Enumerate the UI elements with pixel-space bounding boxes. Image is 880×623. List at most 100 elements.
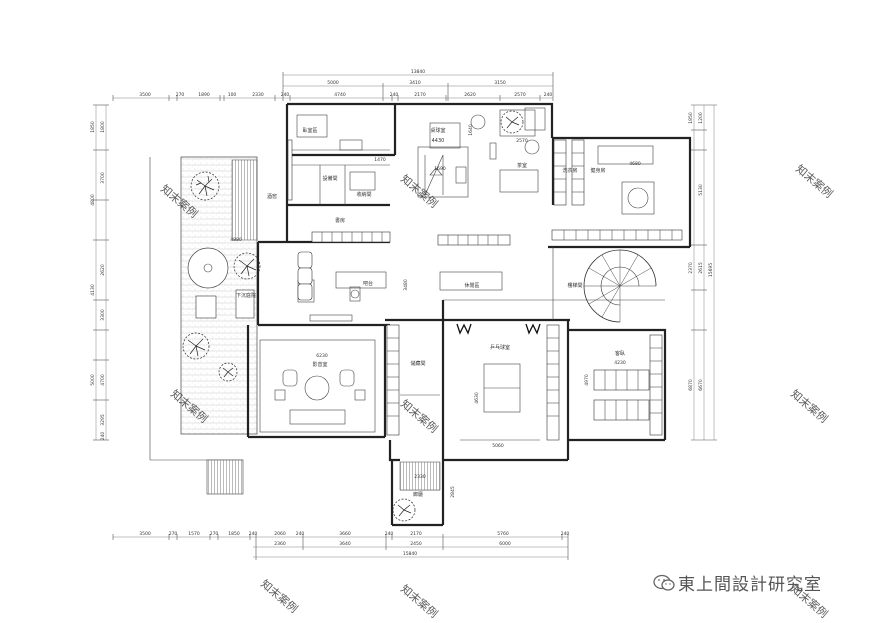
dim-bot-r2-0: 2360 — [274, 541, 286, 547]
dim-top-r2-5: 240 — [281, 92, 290, 98]
dim-bot-r2-1: 3640 — [339, 541, 351, 547]
dim-left-8: 5000 — [90, 374, 96, 386]
dim-left-10: 240 — [100, 432, 106, 441]
dim-right-5: 6870 — [688, 379, 694, 391]
right-dimensions: 1850 1200 5130 2370 2615 6870 6670 15695 — [688, 104, 717, 441]
curtain-marks — [456, 323, 541, 335]
room-labels: 臥室區 收納間 桌球室 4430 茶室 健身房 洗衣房 書房 酒窖 吧台 休閒區… — [236, 127, 625, 498]
dim-right-6: 6670 — [698, 379, 704, 391]
dim-inner-8: 6230 — [316, 353, 328, 359]
label-table-room: 桌球室 — [430, 127, 445, 134]
dim-top-r2-1: 270 — [176, 92, 185, 98]
dim-left-9: 3295 — [100, 414, 106, 426]
dim-bot-1: 270 — [169, 531, 178, 537]
dim-left-6: 3300 — [100, 309, 106, 321]
dim-right-1: 1200 — [698, 112, 704, 124]
dim-top-total: 13840 — [411, 69, 425, 75]
left-dimensions: 1850 1800 4800 3700 2620 4130 3300 4700 … — [90, 104, 109, 441]
dim-left-2: 4800 — [90, 194, 96, 206]
dim-left-0: 1850 — [90, 121, 96, 133]
dim-top-3: 3150 — [494, 80, 506, 86]
dim-top-r2-4: 2330 — [252, 92, 264, 98]
dim-left-1: 1800 — [100, 121, 106, 133]
label-living: 影音室 — [312, 361, 327, 368]
dim-inner-6: 4230 — [614, 360, 626, 366]
label-equip: 設備間 — [322, 175, 337, 182]
label-bar: 吧台 — [363, 280, 373, 287]
watermark-5: 知末案例 — [398, 397, 441, 436]
dim-inner-1: 1690 — [434, 166, 446, 172]
dim-inner-14: 4680 — [629, 161, 641, 167]
dim-left-4: 2620 — [100, 264, 106, 276]
label-kids: 乒乓球室 — [490, 344, 510, 351]
watermark-8: 知末案例 — [398, 582, 441, 621]
dim-inner-10: 5060 — [492, 443, 504, 449]
dim-inner-5: 3480 — [403, 279, 409, 291]
inner-dimensions: 1470 1690 1640 2570 3480 4230 4970 6230 … — [230, 124, 641, 498]
label-tea-dims: 4430 — [432, 138, 445, 144]
dim-inner-13: 4880 — [230, 237, 242, 243]
watermark-6: 知末案例 — [788, 387, 831, 426]
dim-bot-0: 3500 — [139, 531, 151, 537]
brand-name: 東上間設計研究室 — [678, 575, 822, 595]
dim-top-r2-0: 3500 — [139, 92, 151, 98]
dim-right-0: 1850 — [688, 112, 694, 124]
dim-bot-10: 2170 — [410, 531, 422, 537]
dim-top-r2-6: 4740 — [334, 92, 346, 98]
building-walls — [246, 102, 692, 527]
dim-bot-r2-3: 6000 — [499, 541, 511, 547]
dim-top-r2-10: 2570 — [514, 92, 526, 98]
dim-left-7: 4700 — [100, 374, 106, 386]
label-wine-cellar: 酒窖 — [267, 193, 277, 200]
dim-bot-7: 240 — [296, 531, 305, 537]
label-lounge: 休閒區 — [464, 282, 479, 289]
dim-bot-3: 270 — [210, 531, 219, 537]
watermark-7: 知末案例 — [258, 577, 301, 616]
dim-inner-11: 2330 — [414, 474, 426, 480]
wechat-icon — [653, 574, 675, 591]
label-laundry: 洗衣房 — [562, 167, 577, 174]
label-corridor: 廊廳 — [413, 491, 423, 498]
dim-top-r2-3: 100 — [228, 92, 237, 98]
label-storage2: 儲藏間 — [410, 360, 425, 367]
watermark-3: 知末案例 — [793, 162, 836, 201]
dim-top-r2-11: 240 — [544, 92, 553, 98]
dim-right-3: 2370 — [688, 262, 694, 274]
label-stair: 樓梯間 — [567, 282, 582, 289]
dim-bot-total: 15840 — [403, 551, 417, 557]
label-study: 書房 — [335, 217, 345, 224]
label-storage: 收納間 — [356, 191, 371, 198]
living-furniture — [259, 339, 376, 433]
outdoor-deck — [149, 156, 258, 495]
dim-bot-2: 1570 — [188, 531, 200, 537]
spiral-staircase — [583, 249, 657, 323]
label-garden: 下沉庭院 — [236, 292, 256, 299]
dim-inner-4: 2570 — [516, 138, 528, 144]
dim-top-r2-8: 2170 — [414, 92, 426, 98]
interior-lines — [290, 107, 665, 491]
dim-bot-8: 3660 — [339, 531, 351, 537]
label-tea-room: 茶室 — [517, 162, 527, 169]
label-fitness: 健身房 — [590, 167, 605, 174]
dim-right-7: 15695 — [708, 263, 714, 277]
top-dimensions: 13840 5000 3410 3150 3500 270 1890 100 2… — [112, 69, 554, 101]
dim-top-2: 3410 — [409, 80, 421, 86]
dim-bot-r2-2: 2450 — [410, 541, 422, 547]
dim-right-4: 2615 — [698, 262, 704, 274]
dim-bot-5: 240 — [249, 531, 258, 537]
dim-bot-12: 240 — [561, 531, 570, 537]
trees — [182, 110, 524, 522]
dim-top-r2-7: 240 — [390, 92, 399, 98]
cabinets — [287, 139, 683, 441]
label-bedroom: 臥室區 — [302, 127, 317, 134]
dim-inner-12: 2845 — [450, 486, 456, 498]
dim-top-1: 5000 — [327, 80, 339, 86]
dim-right-2: 5130 — [698, 184, 704, 196]
dim-top-r2-2: 1890 — [198, 92, 210, 98]
brand-badge: 東上間設計研究室 — [653, 570, 822, 595]
dim-left-3: 3700 — [100, 172, 106, 184]
dim-bot-6: 2060 — [274, 531, 286, 537]
dim-bot-9: 240 — [385, 531, 394, 537]
watermark-2: 知末案例 — [398, 172, 441, 211]
